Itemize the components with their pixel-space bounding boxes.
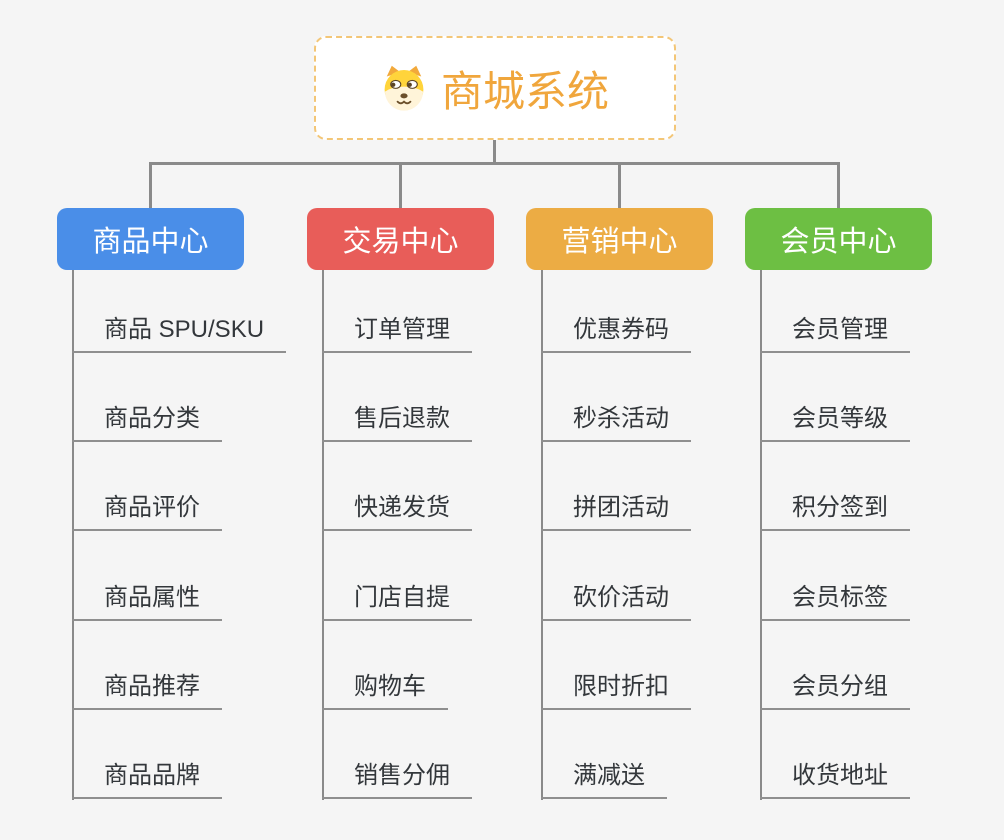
- branch-node-product[interactable]: 商品中心: [57, 208, 244, 270]
- connector-drop-3: [618, 162, 621, 208]
- branch-node-trade[interactable]: 交易中心: [307, 208, 494, 270]
- leaf-node[interactable]: 商品推荐: [72, 672, 222, 710]
- leaf-node[interactable]: 会员管理: [760, 315, 910, 353]
- leaf-node[interactable]: 拼团活动: [541, 493, 691, 531]
- leaf-node[interactable]: 会员等级: [760, 404, 910, 442]
- connector-drop-1: [149, 162, 152, 208]
- leaf-node[interactable]: 订单管理: [322, 315, 472, 353]
- leaf-node[interactable]: 售后退款: [322, 404, 472, 442]
- connector-column-2: [322, 270, 324, 800]
- connector-drop-4: [837, 162, 840, 208]
- branch-node-member[interactable]: 会员中心: [745, 208, 932, 270]
- leaf-node[interactable]: 积分签到: [760, 493, 910, 531]
- leaf-node[interactable]: 销售分佣: [322, 761, 472, 799]
- leaf-node[interactable]: 商品品牌: [72, 761, 222, 799]
- root-label: 商城系统: [440, 67, 609, 115]
- branch-label: 商品中心: [92, 226, 209, 258]
- connector-column-3: [541, 270, 543, 800]
- dog-face-icon: [384, 65, 424, 111]
- leaf-node[interactable]: 快递发货: [322, 493, 472, 531]
- branch-label: 营销中心: [561, 226, 678, 258]
- branch-label: 会员中心: [780, 226, 897, 258]
- root-node[interactable]: 商城系统: [314, 36, 676, 140]
- leaf-node[interactable]: 砍价活动: [541, 583, 691, 621]
- connector-column-4: [760, 270, 762, 800]
- leaf-node[interactable]: 会员标签: [760, 583, 910, 621]
- leaf-node[interactable]: 购物车: [322, 672, 448, 710]
- connector-root-stub: [493, 140, 496, 165]
- leaf-node[interactable]: 优惠券码: [541, 315, 691, 353]
- leaf-node[interactable]: 商品 SPU/SKU: [72, 315, 287, 353]
- branch-label: 交易中心: [342, 226, 459, 258]
- leaf-node[interactable]: 秒杀活动: [541, 404, 691, 442]
- leaf-node[interactable]: 满减送: [541, 761, 667, 799]
- leaf-node[interactable]: 会员分组: [760, 672, 910, 710]
- connector-bus: [149, 162, 839, 165]
- leaf-node[interactable]: 商品分类: [72, 404, 222, 442]
- leaf-node[interactable]: 收货地址: [760, 761, 910, 799]
- connector-drop-2: [399, 162, 402, 208]
- leaf-node[interactable]: 门店自提: [322, 583, 472, 621]
- connector-column-1: [72, 270, 74, 800]
- leaf-node[interactable]: 限时折扣: [541, 672, 691, 710]
- leaf-node[interactable]: 商品属性: [72, 583, 222, 621]
- branch-node-marketing[interactable]: 营销中心: [526, 208, 713, 270]
- leaf-node[interactable]: 商品评价: [72, 493, 222, 531]
